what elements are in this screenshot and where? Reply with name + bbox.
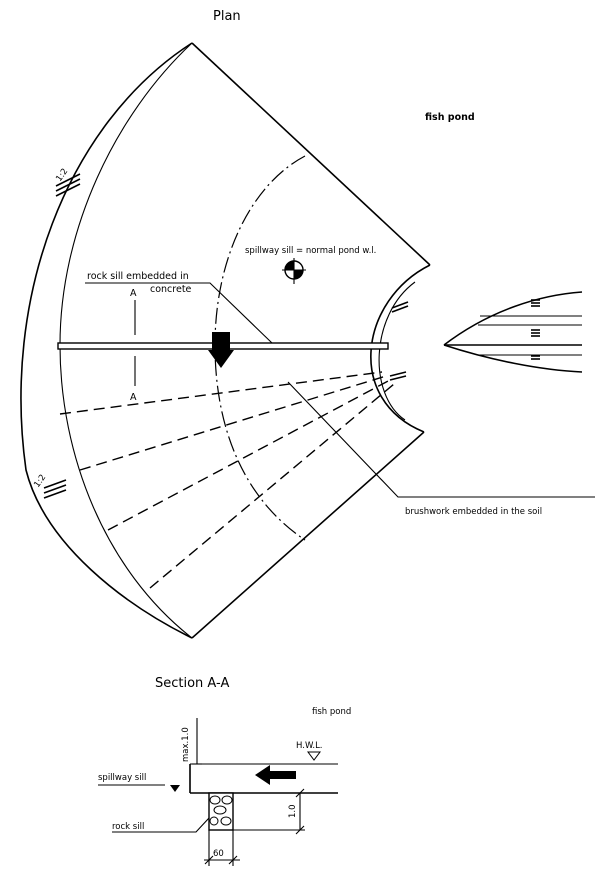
section-title: Section A-A [155, 676, 229, 691]
brushwork-annotation: brushwork embedded in the soil [287, 381, 595, 517]
height-dimension: 1.0 [233, 788, 305, 835]
section-cut-a: A A [130, 288, 137, 403]
svg-text:60: 60 [213, 849, 224, 859]
slope-marker-lower: 1:2 [32, 473, 67, 499]
brushwork-lines [59, 371, 395, 589]
rock-sill-stones [208, 792, 234, 831]
svg-text:1:2: 1:2 [54, 167, 70, 184]
section-flow-arrow [255, 765, 296, 785]
section-marker-top: A [130, 288, 137, 299]
spillway-sill-label: spillway sill [98, 773, 146, 783]
brushwork-label: brushwork embedded in the soil [405, 507, 542, 517]
svg-text:max.1.0: max.1.0 [181, 727, 191, 762]
plan-title: Plan [213, 9, 241, 24]
outlet-channel [443, 291, 583, 373]
rock-sill-section-label: rock sill [112, 822, 144, 832]
hwl-symbol [307, 751, 321, 761]
rock-sill-label-2: concrete [150, 284, 192, 295]
rock-sill-annotation: rock sill embedded in concrete [85, 271, 273, 344]
max-depth-dimension: max.1.0 [181, 718, 202, 765]
rock-sill-label-1: rock sill embedded in [87, 271, 189, 282]
slope-marker-end [389, 301, 409, 381]
section-marker-bottom: A [130, 392, 137, 403]
width-dimension: 60 [204, 830, 240, 866]
flow-arrow [208, 332, 234, 368]
sill-level-symbol [170, 785, 180, 792]
section-fish-pond-label: fish pond [312, 707, 351, 717]
benchmark-icon [282, 258, 306, 284]
slope-marker-upper: 1:2 [54, 167, 81, 197]
plan-fish-pond-label: fish pond [425, 112, 475, 123]
spillway-sill-label: spillway sill = normal pond w.l. [245, 246, 376, 256]
hwl-label: H.W.L. [296, 741, 323, 751]
svg-text:1.0: 1.0 [288, 804, 298, 818]
